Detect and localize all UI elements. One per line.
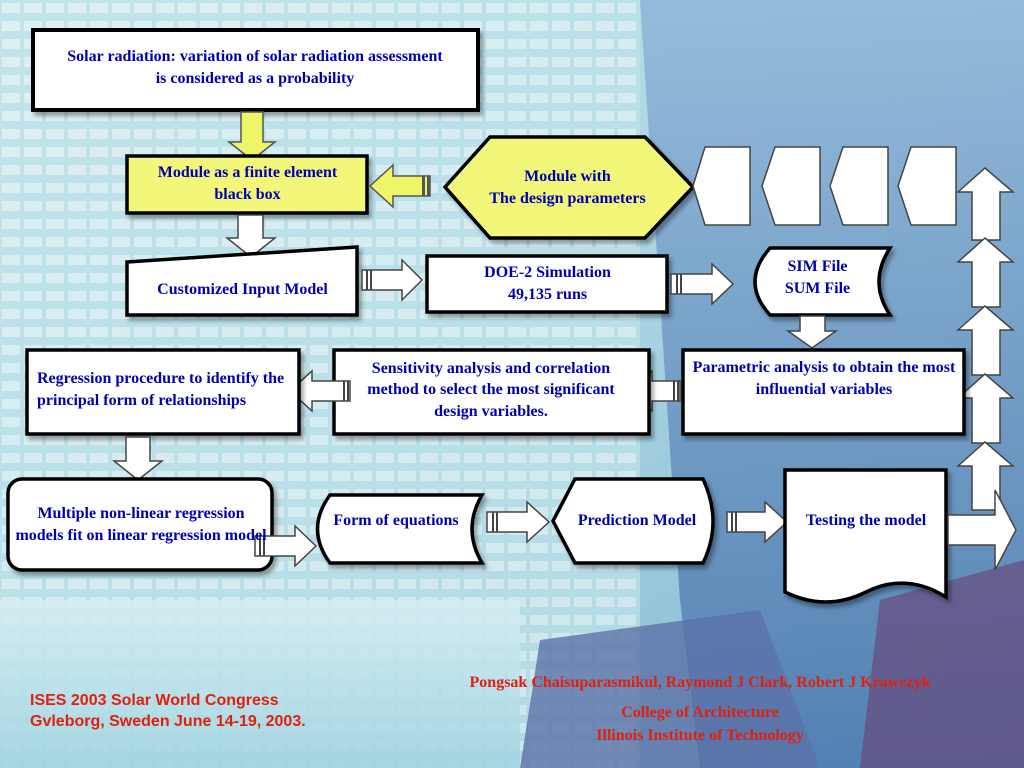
arrow-down-icon (226, 111, 278, 161)
design-parameters-label: Module with The design parameters (460, 160, 675, 215)
arrow-left-icon (368, 163, 431, 209)
parametric-analysis-label: Parametric analysis to obtain the most i… (692, 359, 956, 398)
multiple-regression-label: Multiple non-linear regression models fi… (15, 505, 267, 544)
arrow-right-icon (726, 500, 789, 544)
testing-model-document (783, 468, 948, 604)
arrow-down-icon (111, 436, 165, 481)
prediction-model-box (551, 477, 715, 565)
sim-file-line2: SUM File (784, 280, 851, 297)
doe2-line1: DOE-2 Simulation (484, 264, 611, 282)
form-equations-box (315, 493, 486, 565)
customized-input-box (125, 245, 359, 317)
finite-element-label: Module as a finite element black box (157, 164, 338, 203)
form-equations-label: Form of equations (333, 512, 459, 530)
arrow-right-icon (361, 258, 424, 302)
doe2-simulation-box (425, 254, 669, 314)
solar-radiation-box (31, 28, 480, 112)
arrow-down-icon (785, 315, 839, 349)
arrow-right-icon (947, 489, 1017, 571)
arrow-right-icon (254, 524, 318, 568)
authors: Pongsak Chaisuparasmikul, Raymond J Clar… (469, 674, 931, 691)
sensitivity-analysis-label: Sensitivity analysis and correlation met… (367, 359, 615, 420)
testing-model-label: Testing the model (805, 512, 927, 530)
conference-line1: ISES 2003 Solar World Congress (30, 692, 279, 709)
sim-file-line1: SIM File (787, 258, 848, 276)
regression-procedure-label: Regression procedure to identify the pri… (37, 370, 285, 409)
regression-procedure-box (25, 348, 301, 436)
multiple-regression-box (6, 477, 274, 572)
parametric-analysis-box (681, 348, 966, 436)
sim-file-box (753, 246, 894, 317)
design-parameters-line1: Module with (524, 167, 611, 185)
conference-line2: Gvleborg, Sweden June 14-19, 2003. (30, 712, 306, 730)
conference-info: ISES 2003 Solar World Congress Gvleborg,… (30, 691, 430, 733)
college: College of Architecture (621, 704, 779, 721)
prediction-model-label: Prediction Model (577, 512, 697, 530)
up-arrows-column (956, 167, 1016, 511)
design-parameters-line2: The design parameters (489, 189, 646, 207)
customized-input-label: Customized Input Model (157, 281, 328, 299)
sim-file-label: SIM File SUM File (760, 253, 875, 303)
chevron-arrows-top (692, 146, 957, 226)
finite-element-box (125, 154, 369, 215)
arrow-down-icon (224, 214, 278, 258)
doe2-line2: 49,135 runs (507, 286, 588, 303)
solar-radiation-label: Solar radiation: variation of solar radi… (67, 48, 443, 87)
doe2-label: DOE-2 Simulation 49,135 runs (430, 260, 665, 308)
institute: Illinois Institute of Technology (596, 727, 804, 744)
